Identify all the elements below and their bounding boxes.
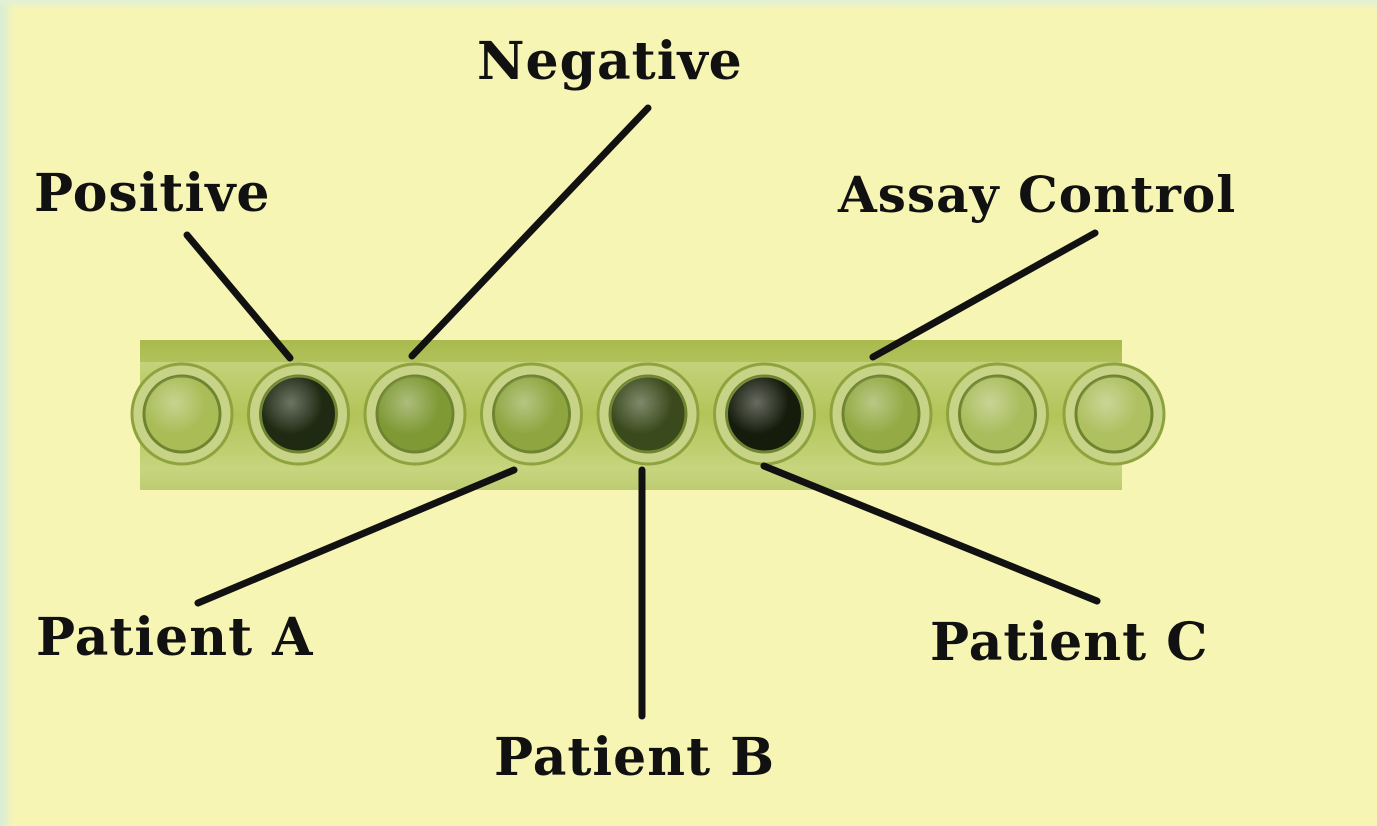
well-1 (132, 364, 232, 464)
positive-label: Positive (34, 168, 271, 220)
positive-leader-line (187, 235, 290, 358)
well-highlight (843, 376, 919, 452)
well-highlight (377, 376, 453, 452)
well-highlight (261, 376, 337, 452)
strip-bottom-band (140, 468, 1122, 490)
patient-a-label: Patient A (36, 612, 314, 664)
negative-leader-line (412, 108, 648, 356)
wells (132, 364, 1164, 464)
well-highlight (727, 376, 803, 452)
well-3-negative (365, 364, 465, 464)
well-9 (1064, 364, 1164, 464)
patient-c-label: Patient C (930, 617, 1209, 669)
well-8 (948, 364, 1048, 464)
well-7-assay-control (831, 364, 931, 464)
well-highlight (494, 376, 570, 452)
well-6-patient-c (715, 364, 815, 464)
patient-b-label: Patient B (494, 732, 775, 784)
negative-label: Negative (477, 36, 743, 88)
well-2-positive (249, 364, 349, 464)
well-highlight (610, 376, 686, 452)
assay-control-leader-line (873, 233, 1095, 357)
well-highlight (960, 376, 1036, 452)
well-5-patient-b (598, 364, 698, 464)
well-highlight (144, 376, 220, 452)
well-4-patient-a (482, 364, 582, 464)
well-highlight (1076, 376, 1152, 452)
assay-control-label: Assay Control (838, 170, 1236, 220)
